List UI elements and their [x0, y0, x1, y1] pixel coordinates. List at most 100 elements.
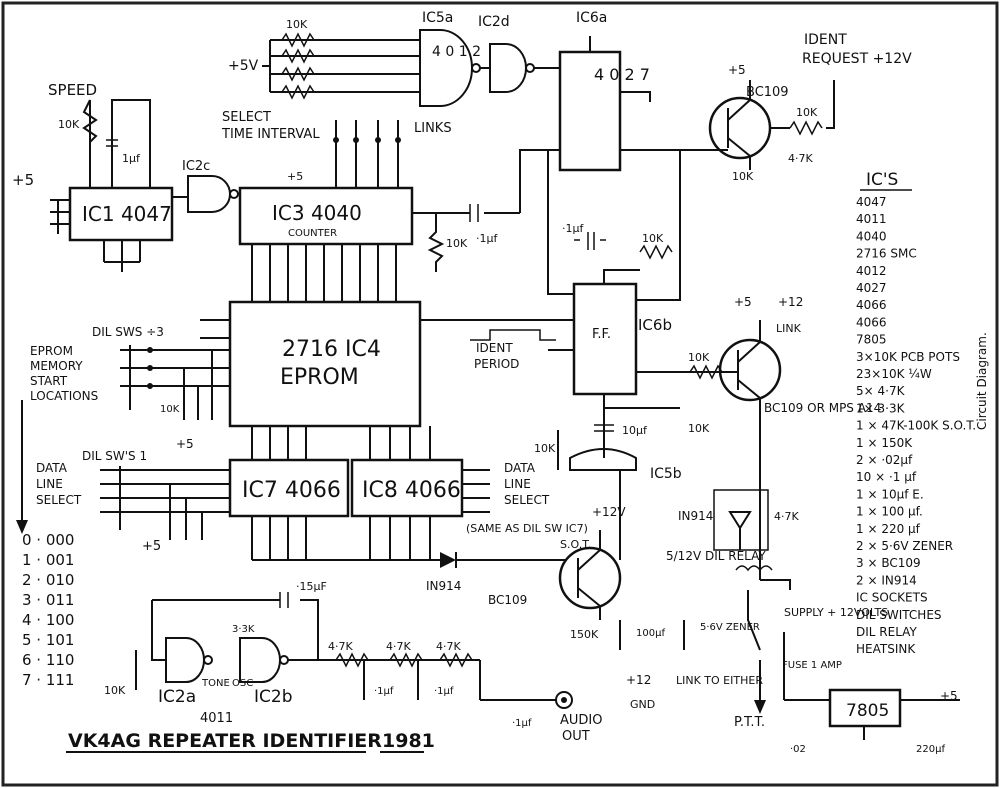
counter-label: COUNTER [288, 228, 337, 239]
select-label: SELECT [222, 110, 271, 125]
c-ic3-label: ·1µf [476, 232, 498, 245]
r-ident2-label: 4·7K [788, 152, 813, 165]
eprom-row-7: 7 · 111 [22, 671, 74, 689]
data-label: DATA [36, 461, 68, 475]
ic5b-gate: IC5b 10µf 10K 10K [534, 407, 710, 560]
audio-label: AUDIO [560, 713, 603, 728]
c-filter-b: ·1µf [434, 686, 454, 697]
request-label: REQUEST +12V [802, 51, 912, 67]
r-ic6b-label: 10K [642, 232, 664, 245]
plus12-supply: +12 [626, 673, 651, 687]
parts-item: 4047 [856, 195, 887, 209]
r-speed-label: 10K [58, 118, 80, 131]
start-label: START [30, 374, 68, 388]
c10-label: 10µf [622, 424, 648, 437]
r-ident3-label: 10K [732, 170, 754, 183]
ic5a-gate: IC5a 4 0 1 2 [419, 10, 490, 107]
c220-label: 220µf [916, 744, 945, 755]
same-as-label: (SAME AS DIL SW IC7) [466, 522, 588, 535]
parts-item: 2 × ·02µf [856, 453, 913, 467]
parts-item: 23×10K ¼W [856, 367, 932, 381]
ptt-transistor: 10K BC109 OR MPS A14 +5 +12 LINK [680, 295, 881, 484]
link-either-label: LINK TO EITHER [676, 674, 763, 687]
c-speed-label: 1µf [122, 152, 141, 165]
parts-item: 1 × 100 µf. [856, 505, 923, 519]
r4k7-b: 4·7K [386, 640, 411, 653]
plus12v-label: +12V [592, 505, 626, 519]
osc-label: OSC [232, 678, 253, 689]
eprom-row-0: 0 · 000 [22, 531, 74, 549]
gnd-label: GND [630, 698, 655, 711]
ic8-block: IC8 4066 DATA LINE SELECT (SAME AS DIL S… [350, 458, 588, 560]
parts-item: 4066 [856, 298, 887, 312]
ic3-block: IC3 4040 COUNTER +5 10K ·1µf SELECT TIME… [221, 110, 560, 302]
ic5a-num: 4 0 1 2 [432, 44, 481, 60]
r4k7-c: 4·7K [436, 640, 461, 653]
parts-item: 2716 SMC [856, 247, 917, 261]
r-select-label: 10K [286, 18, 308, 31]
r-ident-label: 10K [796, 106, 818, 119]
ic4011-label: 4011 [200, 711, 233, 726]
data-label-8: DATA [504, 461, 536, 475]
sot-transistor: IN914 +12V S.O.T. BC109 150K 100µf 5·6V … [426, 505, 760, 650]
ic4-block: 2716 IC4 EPROM IDENT PERIOD [120, 300, 560, 460]
r-ic5b2-label: 10K [534, 442, 556, 455]
ff-label: F.F. [592, 327, 611, 342]
ic2b-label: IC2b [254, 687, 293, 707]
parts-item: 2 × 5·6V ZENER [856, 539, 953, 553]
parts-item: 7805 [856, 333, 887, 347]
switch-plus5: +5 [176, 437, 194, 451]
select-label-7: SELECT [36, 493, 82, 507]
rc-filter: 4·7K 4·7K 4·7K ·1µf ·1µf AUDIO OUT ·1µf [328, 640, 603, 744]
eprom-table: 0 · 000 1 · 001 2 · 010 3 · 011 4 · 100 … [22, 531, 74, 689]
diode-relay-label: IN914 [678, 509, 713, 523]
c-audio-label: ·1µf [512, 718, 532, 729]
ident-period-1: IDENT [476, 341, 513, 355]
diagram-title: VK4AG REPEATER IDENTIFIER [68, 730, 382, 752]
ic2c-gate: IC2c [182, 159, 241, 213]
relay-section: IN914 5/12V DIL RELAY 4·7K P.T.T. [666, 484, 799, 730]
eprom-start-switches: EPROM MEMORY START LOCATIONS DIL SWS ÷3 … [16, 325, 213, 534]
ic2d-label: IC2d [478, 14, 510, 30]
eprom-row-4: 4 · 100 [22, 611, 74, 629]
ic8-label: IC8 4066 [362, 478, 461, 503]
link-label: LINK [776, 322, 802, 335]
side-caption: Circuit Diagram. [975, 332, 989, 430]
locations-label: LOCATIONS [30, 389, 98, 403]
parts-item: 1 × 150K [856, 436, 913, 450]
fuse-label: FUSE 1 AMP [782, 660, 842, 671]
sot-label: S.O.T. [560, 538, 591, 551]
parts-item: 1 × 220 µf [856, 522, 921, 536]
reg-label: 7805 [846, 701, 889, 721]
dil-sws3-label: DIL SWS ÷3 [92, 325, 164, 339]
parts-item: 5× 4·7K [856, 384, 906, 398]
ic6b-label: IC6b [638, 316, 672, 334]
speed-label: SPEED [48, 81, 97, 99]
out-label: OUT [562, 729, 590, 744]
ic6a-block: IC6a 4 0 2 7 [558, 10, 680, 172]
eprom-label: EPROM [280, 365, 359, 390]
c-filter-a: ·1µf [374, 686, 394, 697]
ic5b-label: IC5b [650, 466, 682, 482]
plus5-label: +5 [12, 171, 34, 189]
dil-sws1-label: DIL SW'S 1 [82, 449, 147, 463]
bc109-1: BC109 [746, 85, 789, 100]
link-plus12: +12 [778, 295, 803, 309]
ic7-block: IC7 4066 DIL SW'S 1 DATA LINE SELECT +5 [36, 449, 430, 561]
time-interval-label: TIME INTERVAL [221, 127, 320, 142]
zener-label: 5·6V ZENER [700, 622, 760, 633]
ic3-plus5: +5 [287, 170, 303, 183]
tone-label: TONE [201, 678, 230, 689]
parts-item: 4012 [856, 264, 887, 278]
c-ic6b-label: ·1µf [562, 222, 584, 235]
parts-item: DIL SWITCHES [856, 608, 942, 622]
parts-item: 3 × BC109 [856, 556, 921, 570]
diode-label: IN914 [426, 579, 461, 593]
parts-item: DIL RELAY [856, 625, 917, 639]
select-label-8: SELECT [504, 493, 550, 507]
ic7-label: IC7 4066 [242, 478, 341, 503]
r-sw3-label: 10K [160, 404, 180, 415]
eprom-row-1: 1 · 001 [22, 551, 74, 569]
